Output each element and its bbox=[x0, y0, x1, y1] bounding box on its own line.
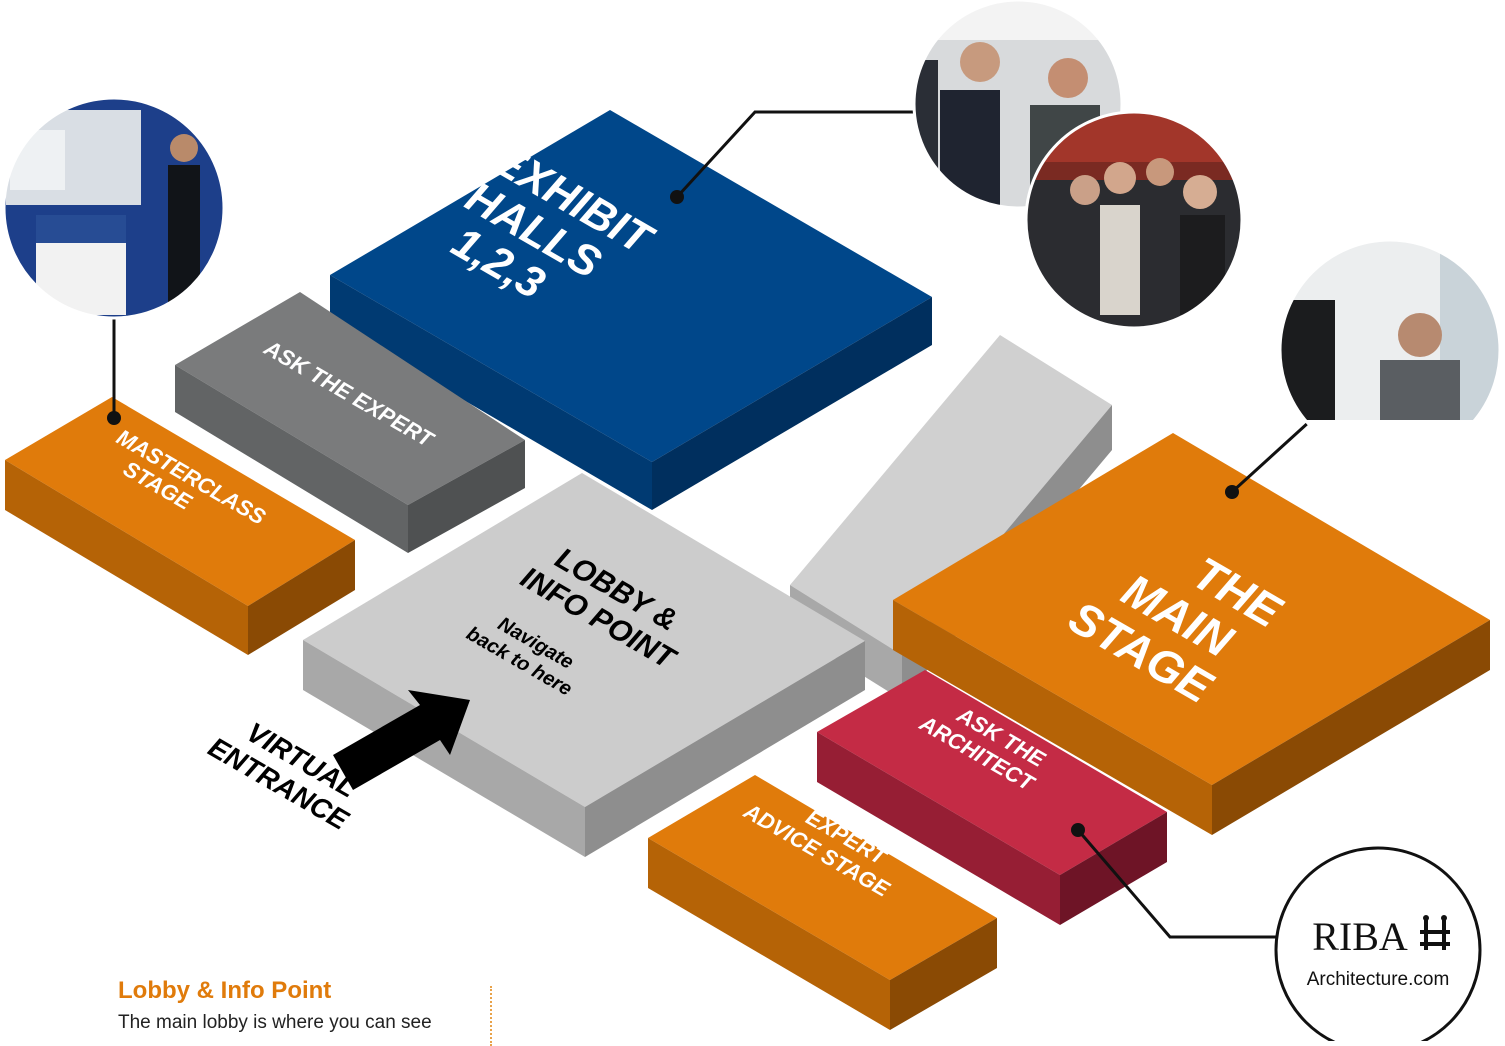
lobby-zone[interactable]: LOBBY & INFO POINT Navigate back to here bbox=[303, 473, 865, 857]
info-panel: Lobby & Info Point The main lobby is whe… bbox=[118, 976, 478, 1036]
riba-logo-name: RIBA bbox=[1312, 914, 1408, 959]
info-text: The main lobby is where you can see bbox=[118, 1012, 432, 1033]
riba-logo-icon[interactable]: RIBA Architecture.com bbox=[1274, 846, 1482, 1041]
riba-crest-icon bbox=[1420, 915, 1450, 950]
svg-text:VIRTUAL ENTRANCE: VIRTUAL ENTRANCE bbox=[203, 703, 370, 836]
connector-lines bbox=[112, 110, 1322, 939]
exhibit-halls-zone[interactable]: EXHIBIT HALLS 1,2,3 bbox=[330, 110, 932, 510]
connector-dots bbox=[107, 190, 1239, 837]
divider bbox=[490, 986, 492, 1046]
info-title: Lobby & Info Point bbox=[118, 977, 332, 1004]
main-stage-zone[interactable]: THE MAIN STAGE bbox=[893, 433, 1490, 835]
riba-logo-sub: Architecture.com bbox=[1307, 969, 1450, 990]
photo-masterclass-icon bbox=[2, 96, 226, 320]
photo-crowd-icon bbox=[1024, 110, 1244, 330]
photo-mainstage-icon bbox=[1278, 238, 1502, 462]
entrance-arrow-icon bbox=[333, 690, 470, 790]
